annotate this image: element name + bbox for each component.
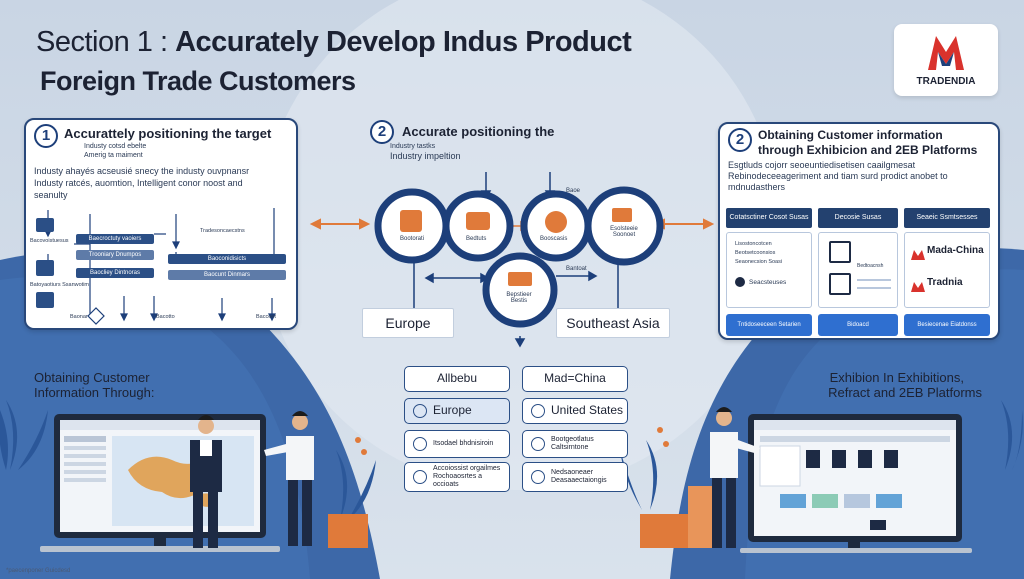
filter-label: Nedsaoneaer Deasaaectaiongis — [551, 468, 607, 484]
flow-bar: Baocunt Dinmars — [168, 270, 286, 280]
node-label: Esolsteeie Soonoet — [610, 226, 638, 238]
node-label: Bedtuts — [466, 236, 487, 242]
flow-bar: Baocliey Dintnoras — [76, 268, 154, 278]
panel-target-positioning: 1 Accurattely positioning the target Ind… — [24, 118, 298, 330]
tile-line — [857, 287, 891, 289]
node-label: Bootorati — [400, 236, 425, 242]
filter-united-states[interactable]: United States — [522, 398, 628, 424]
card-line: Seaonecsion Soasi — [735, 259, 783, 265]
filter-label: Itsodael bhdnisiroin — [433, 439, 494, 447]
filter-item[interactable]: Accoiossist orgailmes Rochoaosrtes a occ… — [404, 462, 510, 492]
side-label: Batoyaotiurs Ssanwotim — [30, 282, 89, 288]
tile-caption: Bedtoacnsh — [857, 263, 884, 269]
page-subtitle: Foreign Trade Customers — [40, 66, 356, 96]
profile-tile: Bedtoacnsh — [818, 232, 898, 308]
panel-subline: Amerig ta maiment — [84, 152, 143, 159]
action-button[interactable]: Besiecenae Eiatdonss — [904, 314, 990, 336]
brand-name: TRADENDIA — [916, 76, 976, 87]
profile-image-icon — [829, 273, 851, 295]
tile-line — [857, 279, 891, 281]
brand-mark-icon — [928, 36, 964, 70]
tradenia-icon — [911, 279, 925, 292]
platform-alibaba[interactable]: Allbebu — [404, 366, 510, 392]
card-line: Lisostoncotcen — [735, 241, 772, 247]
side-label: Baonar — [70, 314, 88, 320]
tiny-label: Baoe — [566, 188, 581, 194]
bottom-label: Bacotto — [156, 314, 175, 320]
region-europe: Europe — [362, 308, 454, 338]
machine-icon — [36, 292, 54, 308]
panel-body-line: Industy ahayés acseusié snecy the indust… — [34, 166, 250, 176]
tab-search[interactable]: Seaeic Ssmtsesses — [904, 208, 990, 228]
tab-contact[interactable]: Cotatsctiner Cosot Susas — [726, 208, 812, 228]
filter-item[interactable]: Nedsaoneaer Deasaaectaiongis — [522, 462, 628, 492]
panel-heading: through Exhibicion and 2EB Platforms — [758, 143, 978, 157]
card-line: Beotsetcoonsios — [735, 250, 776, 256]
platform-tile: Mada-China Tradnia — [904, 232, 990, 308]
tiny-label: Bantoat — [566, 266, 587, 272]
filter-europe[interactable]: Europe — [404, 398, 510, 424]
filter-item[interactable]: Bootgeotlatus Caltsirntone — [522, 430, 628, 458]
action-button[interactable]: Bidoacd — [818, 314, 898, 336]
filter-label: United States — [551, 403, 624, 417]
made-in-china-icon — [911, 247, 925, 260]
card-item: Seacsteuses — [749, 279, 787, 286]
flow-bar: Trooniary Dnumpos — [76, 250, 154, 260]
platform-name[interactable]: Tradnia — [927, 277, 963, 288]
location-icon — [531, 436, 545, 451]
page-title: Section 1 : Accurately Develop Indus Pro… — [36, 26, 632, 59]
info-card: Lisostoncotcen Beotsetcoonsios Seaonecsi… — [726, 232, 812, 308]
side-label: Bacovoistuesus — [30, 238, 69, 244]
server-icon — [36, 218, 54, 232]
location-icon — [413, 436, 427, 451]
step-number: 2 — [370, 120, 394, 144]
globe-icon — [413, 403, 427, 418]
panel-body-line: Esgtluds cojorr seoeuntiedisetisen caail… — [728, 160, 916, 170]
location-icon — [531, 469, 545, 484]
platform-name[interactable]: Mada-China — [927, 245, 984, 256]
region-southeast-asia: Southeast Asia — [556, 308, 670, 338]
middle-subline: Industry tastks — [390, 143, 436, 150]
flow-label: Tradesoncaecstns — [200, 228, 245, 234]
avatar-icon — [735, 277, 745, 287]
flow-arrows — [44, 208, 278, 325]
panel-body-line: Industy ratcés, auomtion, Intelligent co… — [34, 178, 243, 188]
bottom-label: Bacceet — [256, 314, 276, 320]
filter-label: Bootgeotlatus Caltsirntone — [551, 435, 594, 451]
panel-body-line: seanulty — [34, 190, 68, 200]
step-number: 1 — [34, 124, 58, 148]
flow-bar: Baecroctuty vaoiers — [76, 234, 154, 244]
flow-bar: Baoconidisicts — [168, 254, 286, 264]
side-heading-left: Information Through: — [34, 385, 155, 400]
tab-decision[interactable]: Decosie Susas — [818, 208, 898, 228]
middle-heading: Accurate positioning the — [402, 124, 555, 139]
panel-heading: Obtaining Customer information — [758, 128, 943, 142]
filter-label: Accoiossist orgailmes Rochoaosrtes a occ… — [433, 464, 501, 488]
platform-made-in-china[interactable]: Mad=China — [522, 366, 628, 392]
action-button[interactable]: Tntidoseeceen Setarien — [726, 314, 812, 336]
panel-heading: Accurattely positioning the target — [64, 126, 272, 141]
footer-caption: *paecenponer Guicdesd — [6, 568, 71, 574]
step-number: 2 — [728, 128, 752, 152]
profile-image-icon — [829, 241, 851, 263]
side-heading-right: Refract and 2EB Platforms — [828, 385, 982, 400]
title-prefix: Section 1 : — [36, 26, 176, 58]
node-label: Booscasis — [540, 236, 568, 242]
globe-icon — [531, 403, 545, 418]
panel-body-line: Rebinodeceeageriment and tiam surd prodi… — [728, 171, 948, 181]
brand-logo: TRADENDIA — [894, 24, 998, 96]
location-icon — [413, 469, 427, 484]
node-network — [374, 172, 664, 348]
panel-body-line: mdnudasthers — [728, 182, 786, 192]
title-main: Accurately Develop Indus Product — [175, 26, 632, 58]
panel-customer-information: 2 Obtaining Customer information through… — [718, 122, 1000, 340]
side-heading-right: Exhibion In Exhibitions, — [829, 370, 964, 385]
filter-label: Europe — [433, 403, 472, 417]
middle-subline: Industry impeltion — [390, 151, 461, 161]
filter-item[interactable]: Itsodael bhdnisiroin — [404, 430, 510, 458]
node-label: Bepstieer Bestis — [506, 292, 532, 304]
panel-subline: Industy cotsd ebelte — [84, 143, 147, 150]
side-heading-left: Obtaining Customer — [34, 370, 150, 385]
database-icon — [36, 260, 54, 276]
